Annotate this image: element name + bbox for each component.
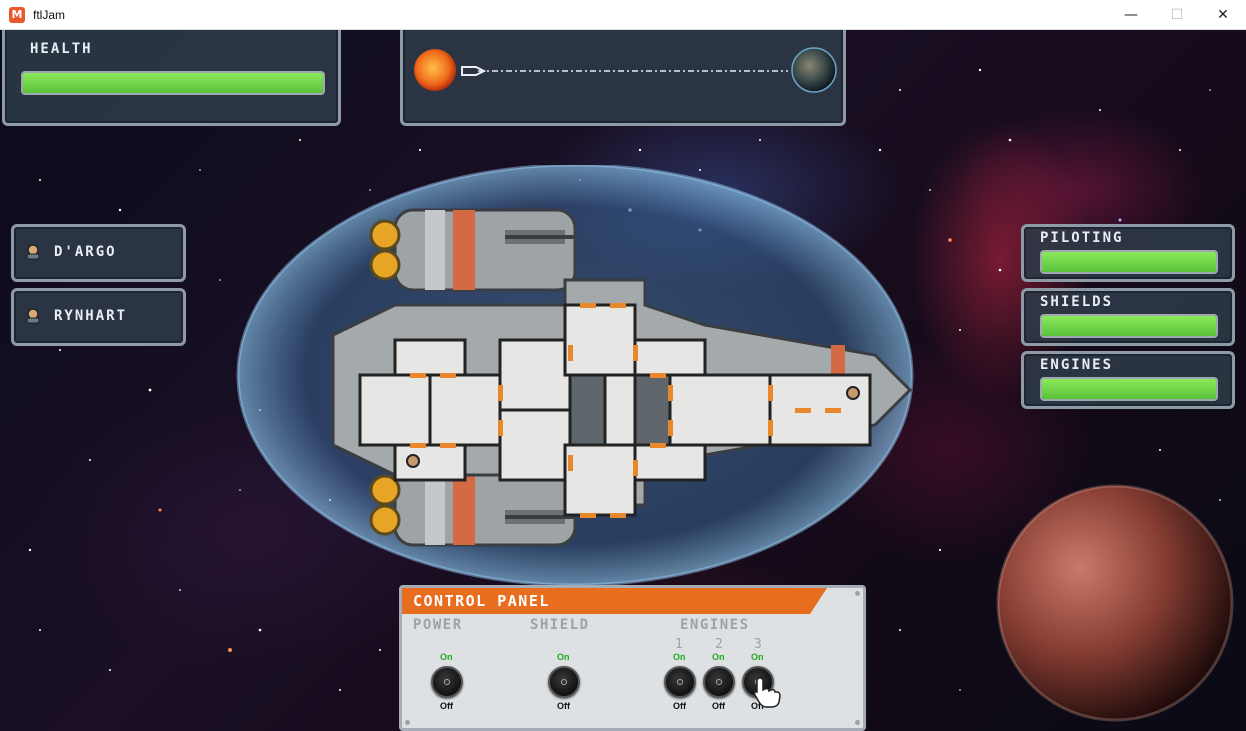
minimize-button[interactable]: — (1124, 7, 1138, 23)
health-bar-fill (23, 73, 323, 93)
crew-card-dargo[interactable]: D'ARGO (11, 224, 186, 282)
shield-on-label: On (557, 652, 570, 662)
control-panel: CONTROL PANEL POWER SHIELD ENGINES 1 2 3… (399, 585, 866, 731)
crew-member-icon (26, 308, 40, 324)
shields-label: SHIELDS (1040, 294, 1114, 310)
crew-marker-rynhart (406, 454, 420, 468)
engines-label: ENGINES (1040, 357, 1114, 373)
crew-marker-dargo (846, 386, 860, 400)
engine-2-on-label: On (712, 652, 725, 662)
shield-switch[interactable] (548, 666, 580, 698)
game-viewport[interactable]: HEALTH D'ARGO RYNHA (0, 30, 1246, 731)
engine-1-switch[interactable] (664, 666, 696, 698)
engine-3-off-label: Off (751, 701, 764, 711)
ship-doors (410, 303, 841, 518)
journey-track (478, 70, 788, 72)
lower-engine-nacelle (369, 463, 577, 547)
engine-3-label: 3 (754, 637, 762, 652)
window-title: ftlJam (33, 7, 66, 22)
engine-1-off-label: Off (673, 701, 686, 711)
window-titlebar: M ftlJam — ☐ ✕ (0, 0, 1246, 30)
player-ship[interactable] (235, 165, 920, 590)
piloting-bar-fill (1042, 252, 1216, 272)
ship-rooms (358, 303, 872, 517)
piloting-label: PILOTING (1040, 230, 1124, 246)
control-panel-title: CONTROL PANEL (413, 592, 550, 610)
screw-icon (855, 591, 860, 596)
crew-name-dargo: D'ARGO (54, 244, 117, 260)
crew-card-rynhart[interactable]: RYNHART (11, 288, 186, 346)
app-icon: M (9, 6, 25, 23)
piloting-bar (1040, 250, 1218, 274)
maximize-button[interactable]: ☐ (1170, 7, 1184, 23)
health-panel: HEALTH (2, 30, 341, 126)
system-panel-piloting[interactable]: PILOTING (1021, 224, 1235, 282)
planet-background-icon (996, 484, 1234, 722)
shield-section-label: SHIELD (530, 617, 590, 633)
upper-engine-nacelle (369, 208, 577, 292)
planet-icon (791, 47, 837, 93)
engine-1-label: 1 (675, 637, 683, 652)
screw-icon (855, 720, 860, 725)
power-on-label: On (440, 652, 453, 662)
health-label: HEALTH (30, 41, 93, 57)
power-section-label: POWER (413, 617, 463, 633)
shield-off-label: Off (557, 701, 570, 711)
engines-section-label: ENGINES (680, 617, 750, 633)
engine-1-on-label: On (673, 652, 686, 662)
engine-2-switch[interactable] (703, 666, 735, 698)
ship-marker-icon[interactable] (460, 61, 488, 81)
engine-2-label: 2 (715, 637, 723, 652)
sun-icon (414, 49, 456, 91)
screw-icon (405, 720, 410, 725)
health-bar (21, 71, 325, 95)
journey-panel (400, 30, 846, 126)
engines-bar (1040, 377, 1218, 401)
hand-cursor-icon (753, 677, 781, 708)
power-switch[interactable] (431, 666, 463, 698)
close-button[interactable]: ✕ (1217, 7, 1229, 23)
shields-bar-fill (1042, 316, 1216, 336)
engine-3-on-label: On (751, 652, 764, 662)
control-panel-header (402, 588, 827, 614)
system-panel-engines[interactable]: ENGINES (1021, 351, 1235, 409)
engine-2-off-label: Off (712, 701, 725, 711)
engines-bar-fill (1042, 379, 1216, 399)
crew-member-icon (26, 244, 40, 260)
window-controls: — ☐ ✕ (1108, 0, 1246, 30)
shields-bar (1040, 314, 1218, 338)
power-off-label: Off (440, 701, 453, 711)
crew-name-rynhart: RYNHART (54, 308, 128, 324)
system-panel-shields[interactable]: SHIELDS (1021, 288, 1235, 346)
